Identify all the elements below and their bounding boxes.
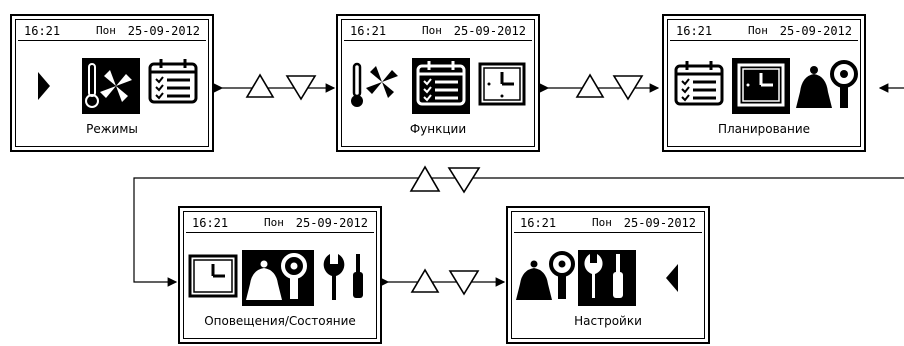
status-date: 25-09-2012 [779, 24, 852, 38]
screen-label: Режимы [86, 122, 138, 136]
status-time: 16:21 [350, 24, 387, 38]
status-bar: 16:21 Пон 25-09-2012 [344, 22, 532, 41]
thermometer-fan-icon [82, 58, 140, 114]
screen-modes: 16:21 Пон 25-09-2012 [10, 14, 214, 152]
bell-icon [796, 66, 832, 108]
status-bar: 16:21 Пон 25-09-2012 [514, 214, 702, 233]
status-date: 25-09-2012 [453, 24, 526, 38]
screen-scheduling: 16:21 Пон 25-09-2012 [662, 14, 866, 152]
status-time: 16:21 [192, 216, 229, 230]
tools-icon [578, 250, 636, 306]
status-date: 25-09-2012 [295, 216, 368, 230]
up-triangle-icon [410, 268, 440, 293]
screen-functions: 16:21 Пон 25-09-2012 [336, 14, 540, 152]
status-day: Пон [422, 24, 442, 37]
thermometer-fan-icon [351, 62, 398, 107]
icon-row [512, 240, 704, 310]
wrench-icon [323, 254, 345, 300]
connector-wrap-loop [133, 177, 904, 287]
clock-icon [478, 62, 526, 106]
screwdriver-icon [353, 254, 363, 298]
magnifier-icon [830, 60, 858, 108]
up-triangle-icon [575, 73, 605, 98]
status-day: Пон [96, 24, 116, 37]
icon-row [184, 240, 376, 310]
status-bar: 16:21 Пон 25-09-2012 [186, 214, 374, 233]
status-date: 25-09-2012 [127, 24, 200, 38]
status-day: Пон [592, 216, 612, 229]
icon-row [342, 48, 534, 118]
status-bar: 16:21 Пон 25-09-2012 [18, 22, 206, 41]
screen-notifications: 16:21 Пон 25-09-2012 [178, 206, 382, 344]
screen-label: Функции [409, 122, 467, 136]
icon-row [16, 48, 208, 118]
status-time: 16:21 [24, 24, 61, 38]
play-right-icon [38, 72, 50, 100]
down-triangle-icon [448, 270, 480, 296]
down-triangle-icon [447, 167, 481, 194]
play-left-icon [666, 264, 678, 292]
calendar-checklist-icon [412, 58, 470, 114]
screen-label: Оповещения/Состояние [204, 314, 356, 328]
status-day: Пон [264, 216, 284, 229]
screen-settings: 16:21 Пон 25-09-2012 [506, 206, 710, 344]
clock-icon [732, 58, 790, 114]
status-day: Пон [748, 24, 768, 37]
up-triangle-icon [245, 73, 275, 99]
magnifier-icon [281, 253, 307, 299]
status-bar: 16:21 Пон 25-09-2012 [670, 22, 858, 41]
bell-icon [516, 260, 552, 300]
down-triangle-icon [612, 75, 644, 101]
calendar-checklist-icon [148, 59, 198, 104]
status-time: 16:21 [676, 24, 713, 38]
screen-label: Настройки [574, 314, 642, 328]
status-date: 25-09-2012 [623, 216, 696, 230]
up-triangle-icon [409, 165, 441, 192]
clock-icon [188, 254, 238, 298]
calendar-checklist-icon [674, 61, 724, 106]
screen-label: Планирование [717, 122, 811, 136]
magnifier-icon [549, 251, 575, 299]
down-triangle-icon [285, 75, 317, 101]
status-time: 16:21 [520, 216, 557, 230]
icon-row [668, 48, 860, 118]
